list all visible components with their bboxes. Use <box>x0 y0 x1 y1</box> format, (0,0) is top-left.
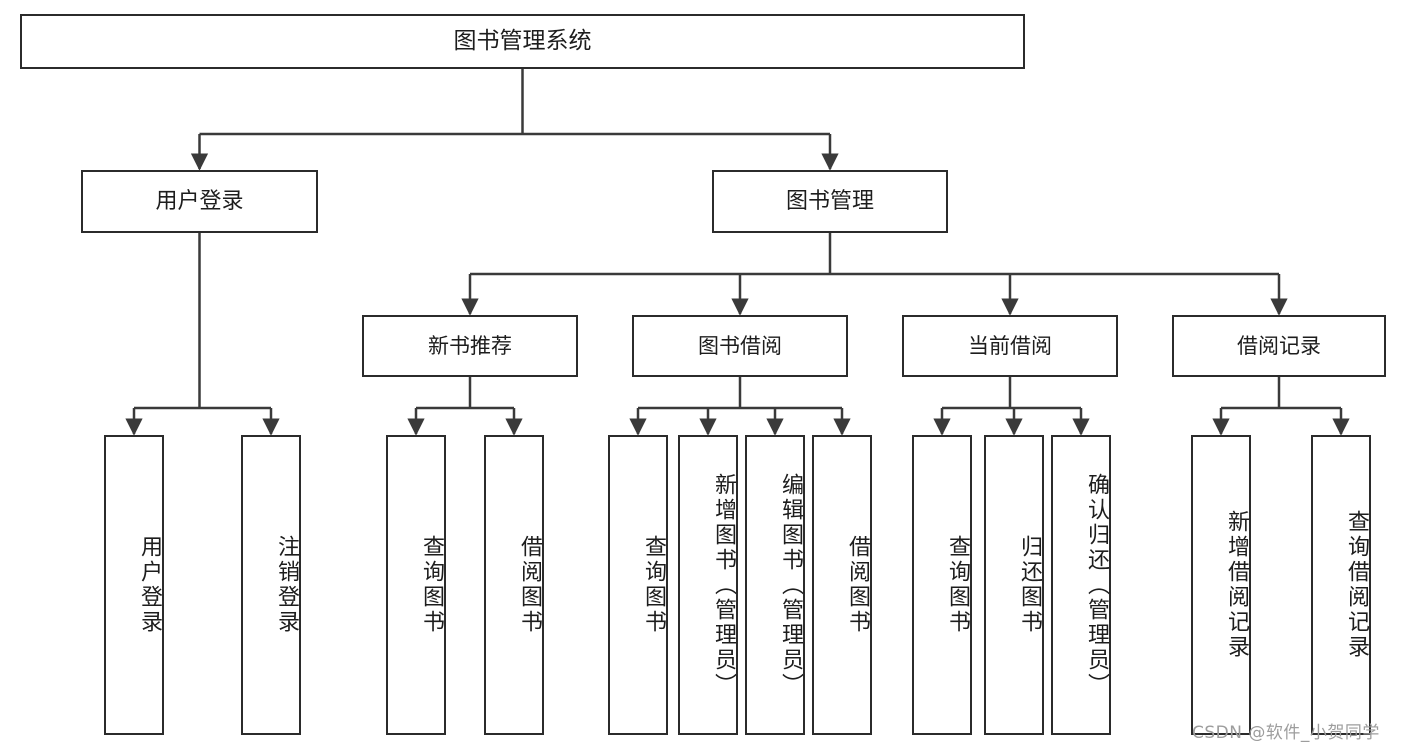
node-leaf-confirm-return-admin-label: 确认归还（管理员） <box>1084 472 1109 698</box>
node-book-borrow-label: 图书借阅 <box>698 333 782 358</box>
node-leaf-query-book-1[interactable]: 查询图书 <box>386 435 446 735</box>
node-leaf-logout-login-label: 注销登录 <box>274 535 299 635</box>
node-leaf-add-borrow-record[interactable]: 新增借阅记录 <box>1191 435 1251 735</box>
node-leaf-edit-book-admin-label: 编辑图书（管理员） <box>778 472 803 698</box>
node-leaf-borrow-book-1[interactable]: 借阅图书 <box>484 435 544 735</box>
node-leaf-add-book-admin-label: 新增图书（管理员） <box>711 472 736 698</box>
node-leaf-query-book-3-label: 查询图书 <box>945 535 970 635</box>
node-leaf-add-borrow-record-label: 新增借阅记录 <box>1224 510 1249 660</box>
node-leaf-query-book-1-label: 查询图书 <box>419 535 444 635</box>
node-root-system[interactable]: 图书管理系统 <box>20 14 1025 69</box>
node-leaf-query-book-3[interactable]: 查询图书 <box>912 435 972 735</box>
node-leaf-query-book-2[interactable]: 查询图书 <box>608 435 668 735</box>
node-leaf-return-book[interactable]: 归还图书 <box>984 435 1044 735</box>
node-leaf-query-borrow-record-label: 查询借阅记录 <box>1344 510 1369 660</box>
csdn-watermark: CSDN @软件_小贺同学 <box>1192 723 1380 743</box>
node-user-login[interactable]: 用户登录 <box>81 170 318 233</box>
node-current-borrow[interactable]: 当前借阅 <box>902 315 1118 377</box>
node-leaf-confirm-return-admin[interactable]: 确认归还（管理员） <box>1051 435 1111 735</box>
node-book-manage-label: 图书管理 <box>785 188 874 214</box>
node-leaf-borrow-book-2[interactable]: 借阅图书 <box>812 435 872 735</box>
node-book-manage[interactable]: 图书管理 <box>712 170 948 233</box>
node-leaf-borrow-book-1-label: 借阅图书 <box>517 535 542 635</box>
node-new-book-recommend[interactable]: 新书推荐 <box>362 315 578 377</box>
node-book-borrow[interactable]: 图书借阅 <box>632 315 848 377</box>
node-borrow-record-label: 借阅记录 <box>1237 333 1321 358</box>
node-borrow-record[interactable]: 借阅记录 <box>1172 315 1386 377</box>
node-user-login-label: 用户登录 <box>155 188 244 214</box>
node-leaf-return-book-label: 归还图书 <box>1017 535 1042 635</box>
node-root-system-label: 图书管理系统 <box>453 27 592 54</box>
node-new-book-recommend-label: 新书推荐 <box>428 333 512 358</box>
node-leaf-query-borrow-record[interactable]: 查询借阅记录 <box>1311 435 1371 735</box>
node-leaf-add-book-admin[interactable]: 新增图书（管理员） <box>678 435 738 735</box>
node-leaf-user-login[interactable]: 用户登录 <box>104 435 164 735</box>
node-leaf-logout-login[interactable]: 注销登录 <box>241 435 301 735</box>
node-leaf-user-login-label: 用户登录 <box>137 535 162 635</box>
node-leaf-query-book-2-label: 查询图书 <box>641 535 666 635</box>
node-leaf-edit-book-admin[interactable]: 编辑图书（管理员） <box>745 435 805 735</box>
node-leaf-borrow-book-2-label: 借阅图书 <box>845 535 870 635</box>
node-current-borrow-label: 当前借阅 <box>968 333 1052 358</box>
